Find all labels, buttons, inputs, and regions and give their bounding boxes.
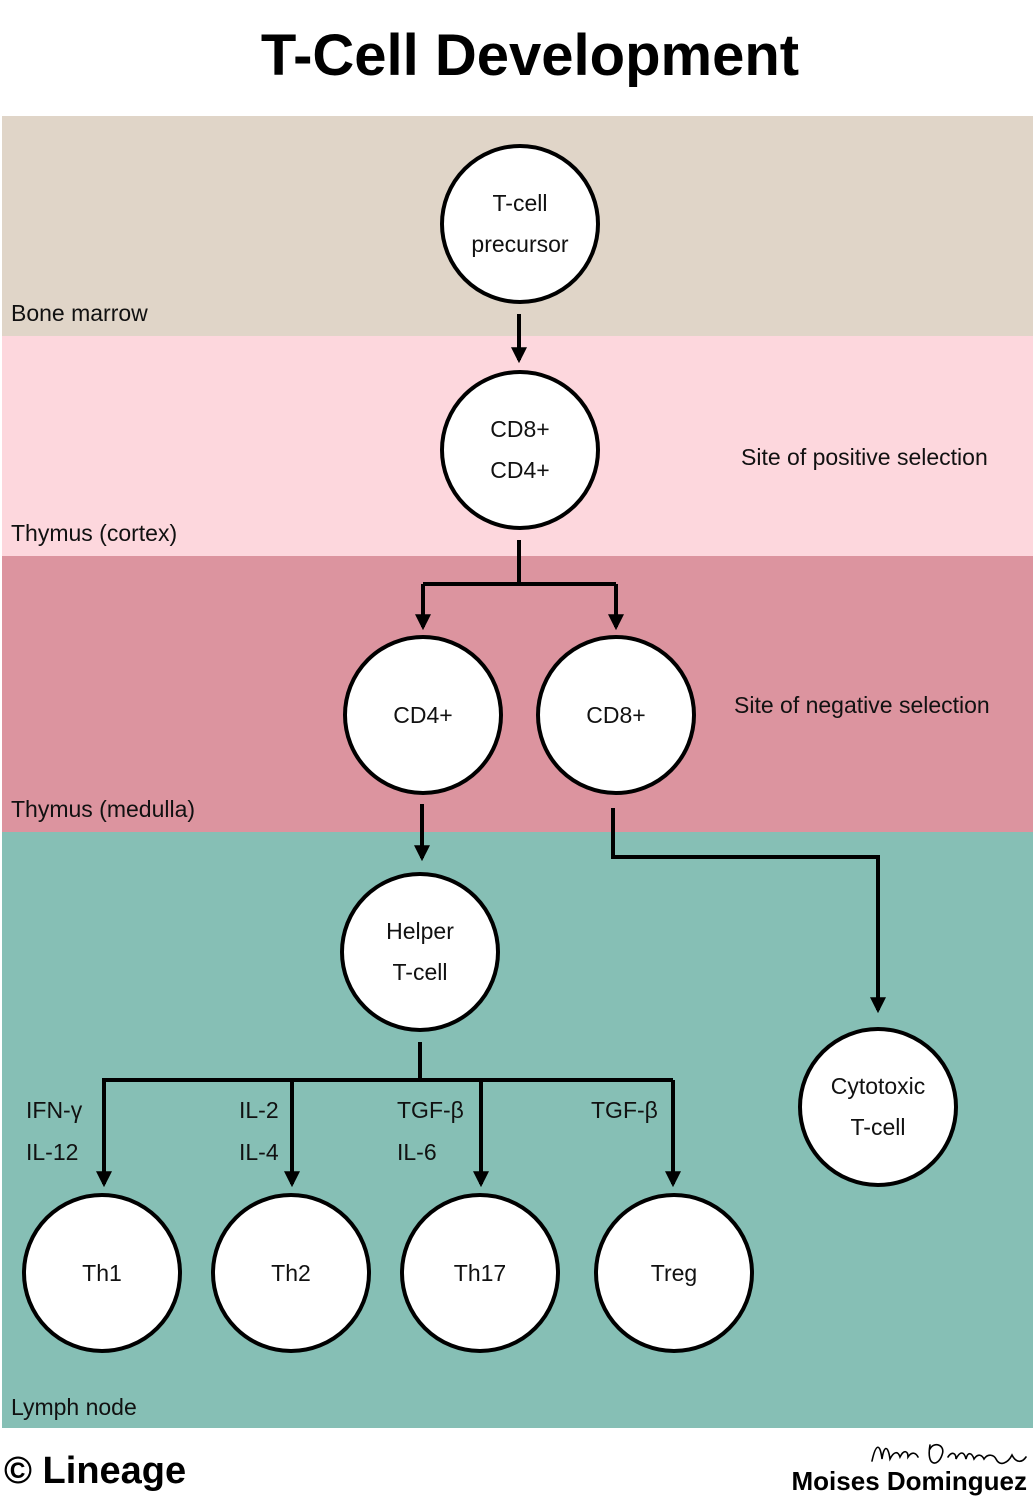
cd8-node: CD8+ xyxy=(536,635,696,795)
th2-node: Th2 xyxy=(211,1193,371,1353)
helper-t-cell-node: Helper T-cell xyxy=(340,872,500,1032)
th1-node: Th1 xyxy=(22,1193,182,1353)
lymph-node-label: Lymph node xyxy=(11,1394,137,1420)
arrow-cd8-to-cytotoxic xyxy=(611,808,886,1014)
th1-cytokine-1: IFN-γ xyxy=(26,1097,83,1123)
treg-node: Treg xyxy=(594,1193,754,1353)
th17-node: Th17 xyxy=(400,1193,560,1353)
thymus-cortex-label: Thymus (cortex) xyxy=(11,520,178,546)
bone-marrow-label: Bone marrow xyxy=(11,300,148,326)
treg-cytokine-1: TGF-β xyxy=(591,1097,658,1123)
author-name: Moises Dominguez xyxy=(791,1466,1027,1496)
thymus-medulla-region xyxy=(2,556,1033,832)
positive-selection-label: Site of positive selection xyxy=(741,444,988,470)
double-positive-node: CD8+ CD4+ xyxy=(440,370,600,530)
t-cell-precursor-node: T-cell precursor xyxy=(440,144,600,304)
cd4-node: CD4+ xyxy=(343,635,503,795)
th1-cytokine-2: IL-12 xyxy=(26,1139,79,1165)
th2-cytokine-1: IL-2 xyxy=(239,1097,279,1123)
thymus-medulla-label: Thymus (medulla) xyxy=(11,796,196,822)
th2-cytokine-2: IL-4 xyxy=(239,1139,279,1165)
th17-cytokine-2: IL-6 xyxy=(397,1139,437,1165)
negative-selection-label: Site of negative selection xyxy=(734,692,990,718)
cytotoxic-t-cell-node: Cytotoxic T-cell xyxy=(798,1027,958,1187)
author-signature xyxy=(871,1443,1027,1465)
th17-cytokine-1: TGF-β xyxy=(397,1097,464,1123)
copyright-label: © Lineage xyxy=(4,1450,187,1492)
diagram-title: T-Cell Development xyxy=(260,23,800,88)
